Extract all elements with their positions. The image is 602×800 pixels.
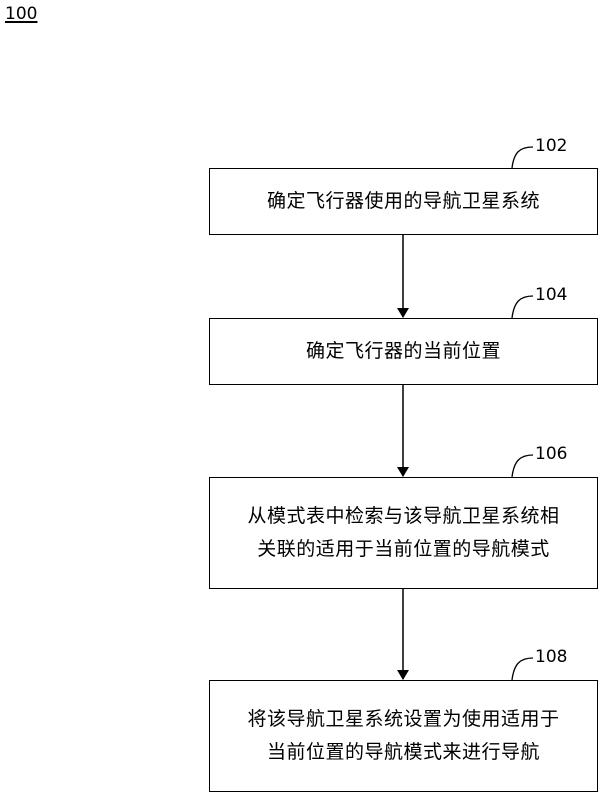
ref-label-108: 108 [535, 647, 568, 667]
step-box-108: 将该导航卫星系统设置为使用适用于 当前位置的导航模式来进行导航 [209, 680, 598, 792]
figure-number: 100 [5, 4, 38, 24]
step-text-106-line-1: 从模式表中检索与该导航卫星系统相 [247, 505, 560, 527]
step-text-108-line-1: 将该导航卫星系统设置为使用适用于 [247, 708, 560, 730]
leader-108 [511, 657, 534, 681]
leader-104 [511, 295, 534, 319]
step-text-104-line-1: 确定飞行器的当前位置 [305, 340, 501, 362]
ref-label-106: 106 [535, 444, 568, 464]
step-box-104: 确定飞行器的当前位置 [209, 318, 598, 385]
step-text-108-line-2: 当前位置的导航模式来进行导航 [266, 741, 540, 763]
ref-label-102: 102 [535, 136, 568, 156]
step-text-106-line-2: 关联的适用于当前位置的导航模式 [257, 538, 550, 560]
step-box-106: 从模式表中检索与该导航卫星系统相 关联的适用于当前位置的导航模式 [209, 477, 598, 589]
leader-102 [511, 146, 534, 169]
leader-106 [511, 454, 534, 478]
ref-label-104: 104 [535, 285, 568, 305]
step-box-102: 确定飞行器使用的导航卫星系统 [209, 168, 598, 235]
step-text-102-line-1: 确定飞行器使用的导航卫星系统 [266, 190, 540, 212]
